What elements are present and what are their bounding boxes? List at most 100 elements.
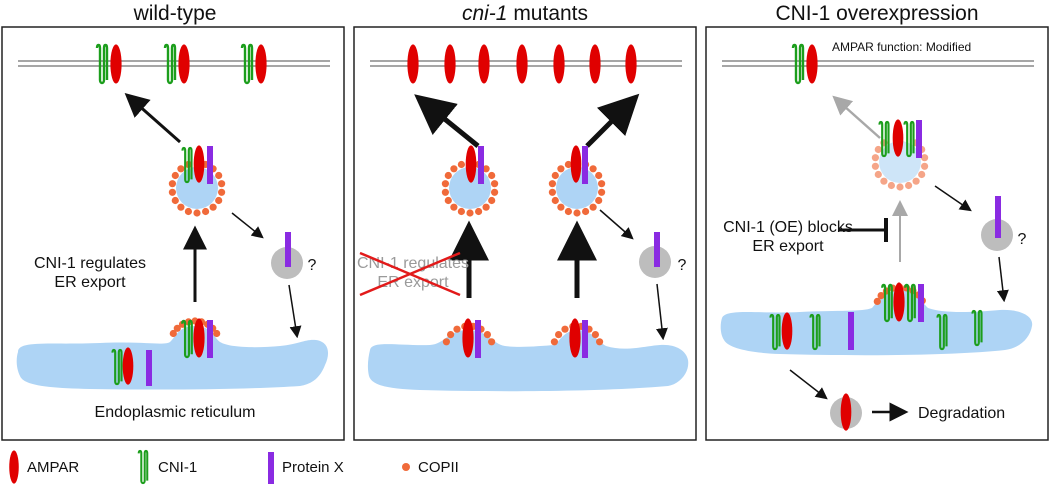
copii-dot xyxy=(213,329,221,338)
degradation-label: Degradation xyxy=(918,405,1005,422)
block-label: CNI-1 (OE) blocks xyxy=(723,219,853,236)
copii-dot xyxy=(887,181,896,190)
unknown-mark: ? xyxy=(1018,231,1027,248)
copii-dot xyxy=(177,203,185,211)
copii-dot xyxy=(871,162,880,170)
copii-dot xyxy=(168,188,176,196)
panel-wildtype: CNI-1 regulates ER export ? Endoplasmic … xyxy=(16,43,330,421)
copii-dot xyxy=(483,331,491,339)
copii-dot xyxy=(551,171,559,180)
panel-overexpression: AMPAR function: Modified CNI-1 (OE) bloc… xyxy=(720,40,1034,431)
copii-dot xyxy=(491,188,499,196)
copii-dot xyxy=(589,165,597,173)
copii-dot xyxy=(466,209,474,217)
copii-dot xyxy=(171,196,179,205)
copii-dot xyxy=(905,181,913,190)
copii-dot xyxy=(912,177,920,185)
copii-dot xyxy=(921,154,929,162)
copii-dot xyxy=(482,165,490,173)
copii-dot xyxy=(488,171,496,180)
copii-dot xyxy=(218,180,226,188)
vesicle-cargo xyxy=(878,119,922,158)
regulation-label: CNI-1 regulates xyxy=(34,255,146,272)
copii-dot xyxy=(874,170,882,179)
copii-dot xyxy=(550,338,559,346)
copii-dot xyxy=(557,203,565,211)
ampar-icon xyxy=(9,450,19,484)
copii-dot xyxy=(491,180,499,188)
copii-dot xyxy=(591,331,600,339)
legend: AMPAR CNI-1 Protein X COPII xyxy=(9,449,459,485)
copii-dot xyxy=(453,325,461,333)
panel-frame-overexpression xyxy=(705,26,1049,441)
plasma-membrane xyxy=(722,60,1034,67)
protein-x xyxy=(848,312,854,350)
copii-dot xyxy=(896,183,904,191)
protein-x xyxy=(207,320,213,358)
protein-x-icon xyxy=(268,452,274,484)
copii-dot xyxy=(457,160,465,169)
copii-dot xyxy=(441,188,449,196)
legend-label: COPII xyxy=(418,459,459,476)
arrow-to-membrane xyxy=(585,93,640,148)
copii-dot xyxy=(871,154,880,162)
copii-dot xyxy=(874,145,882,154)
copii-dot xyxy=(564,160,573,169)
panel-title-mutant: cni-1 mutants xyxy=(462,2,588,25)
regulation-label: ER export xyxy=(54,274,126,291)
copii-dot xyxy=(488,338,496,346)
copii-dot xyxy=(218,188,226,196)
copii-dot xyxy=(573,209,581,217)
copii-dot xyxy=(475,207,483,216)
arrow-to-compartment xyxy=(599,209,634,240)
surface-ampar xyxy=(625,44,637,84)
arrow-to-membrane xyxy=(414,94,480,148)
legend-label: CNI-1 xyxy=(158,459,197,476)
copii-vesicle xyxy=(441,145,499,217)
copii-dot xyxy=(564,207,573,216)
copii-dot xyxy=(444,171,452,180)
copii-dot xyxy=(551,196,559,205)
surface-ampar xyxy=(478,44,490,84)
protein-x xyxy=(285,232,291,267)
copii-dot xyxy=(482,203,490,211)
copii-dot xyxy=(184,207,192,216)
copii-dot xyxy=(880,177,888,185)
copii-dot xyxy=(598,188,606,196)
copii-dot xyxy=(555,331,563,339)
surface-ampar xyxy=(516,44,528,84)
protein-x xyxy=(654,232,660,267)
copii-dot xyxy=(215,196,223,205)
block-symbol xyxy=(838,218,888,242)
surface-receptor-complex xyxy=(791,43,818,85)
function-note: AMPAR function: Modified xyxy=(832,40,971,54)
surface-receptor-complex xyxy=(95,43,122,85)
protein-x xyxy=(582,320,588,358)
copii-dot xyxy=(202,207,210,216)
crossed-regulation-label: CNI-1 regulates ER export xyxy=(357,251,469,297)
arrow-to-er xyxy=(996,256,1009,303)
copii-dot xyxy=(450,203,458,211)
protein-x xyxy=(475,320,481,358)
panel-title-wildtype: wild-type xyxy=(133,2,217,25)
surface-ampar xyxy=(444,44,456,84)
copii-dot xyxy=(168,180,176,188)
surface-receptor-complex xyxy=(240,43,267,85)
panel-title-overexpression: CNI-1 overexpression xyxy=(775,2,978,25)
er-label: Endoplasmic reticulum xyxy=(95,404,256,421)
copii-dot xyxy=(444,196,452,205)
cni1-icon xyxy=(137,449,149,485)
degradation-compartment xyxy=(830,393,862,431)
copii-dot xyxy=(209,203,217,211)
protein-x xyxy=(582,146,588,184)
copii-dot xyxy=(921,162,929,170)
copii-dot xyxy=(598,180,606,188)
copii-dot xyxy=(442,338,450,346)
copii-dot xyxy=(171,171,179,180)
arrow-to-er xyxy=(288,284,302,339)
crossed-label: ER export xyxy=(377,274,449,291)
arrow-to-degradation xyxy=(789,369,828,400)
protein-x xyxy=(146,350,152,386)
unknown-mark: ? xyxy=(678,257,687,274)
